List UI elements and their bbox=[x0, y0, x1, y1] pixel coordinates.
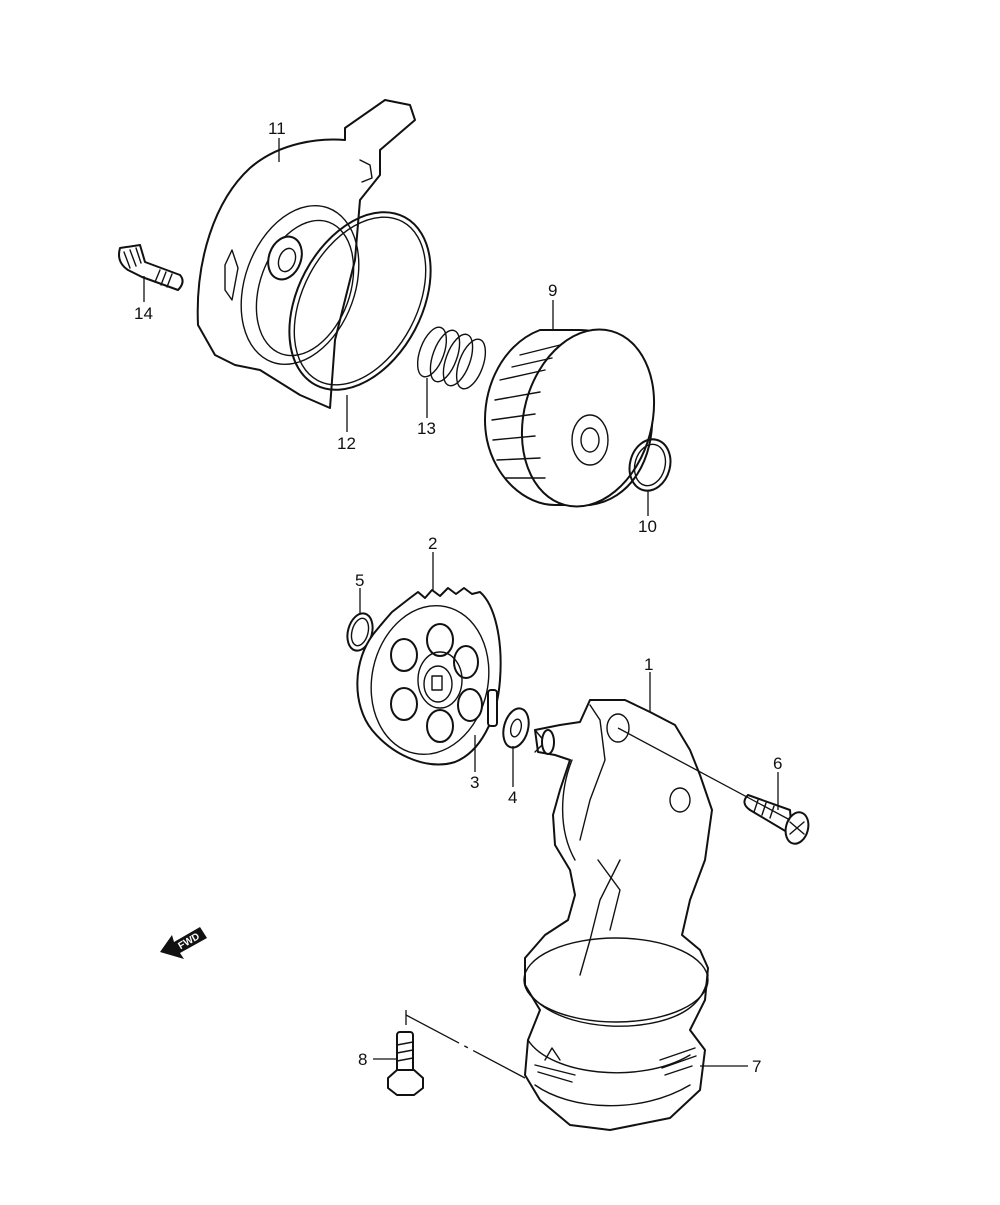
callout-12: 12 bbox=[337, 434, 356, 453]
callout-6: 6 bbox=[773, 754, 782, 773]
callout-14: 14 bbox=[134, 304, 153, 323]
assembly-lines bbox=[405, 727, 791, 1079]
pin-part-3 bbox=[487, 689, 498, 727]
leader-lines bbox=[143, 138, 779, 1067]
oil-filter-part-9 bbox=[484, 328, 656, 508]
oil-pump-part-1 bbox=[523, 699, 713, 1131]
callout-labels: 1 2 3 4 5 6 7 8 9 10 11 12 13 14 bbox=[134, 119, 782, 1076]
cover-part-11 bbox=[196, 99, 416, 409]
washer-part-4 bbox=[502, 707, 530, 749]
callout-1: 1 bbox=[644, 655, 653, 674]
callout-7: 7 bbox=[752, 1057, 761, 1076]
flange-bolt-part-8 bbox=[387, 1031, 424, 1096]
screw-part-6 bbox=[743, 794, 810, 845]
o-ring-part-10 bbox=[628, 438, 672, 492]
callout-13: 13 bbox=[417, 419, 436, 438]
callout-9: 9 bbox=[548, 281, 557, 300]
callout-3: 3 bbox=[470, 773, 479, 792]
o-ring-part-12 bbox=[288, 211, 432, 391]
callout-2: 2 bbox=[428, 534, 437, 553]
callout-8: 8 bbox=[358, 1050, 367, 1069]
callout-5: 5 bbox=[355, 571, 364, 590]
spring-part-13 bbox=[416, 326, 487, 390]
gear-part-2 bbox=[356, 587, 502, 766]
callout-10: 10 bbox=[638, 517, 657, 536]
bolt-part-14 bbox=[118, 244, 184, 291]
callout-4: 4 bbox=[508, 788, 517, 807]
forward-arrow-icon: FWD bbox=[160, 927, 207, 959]
callout-11: 11 bbox=[268, 119, 286, 138]
forward-arrow-label: FWD bbox=[177, 931, 202, 952]
